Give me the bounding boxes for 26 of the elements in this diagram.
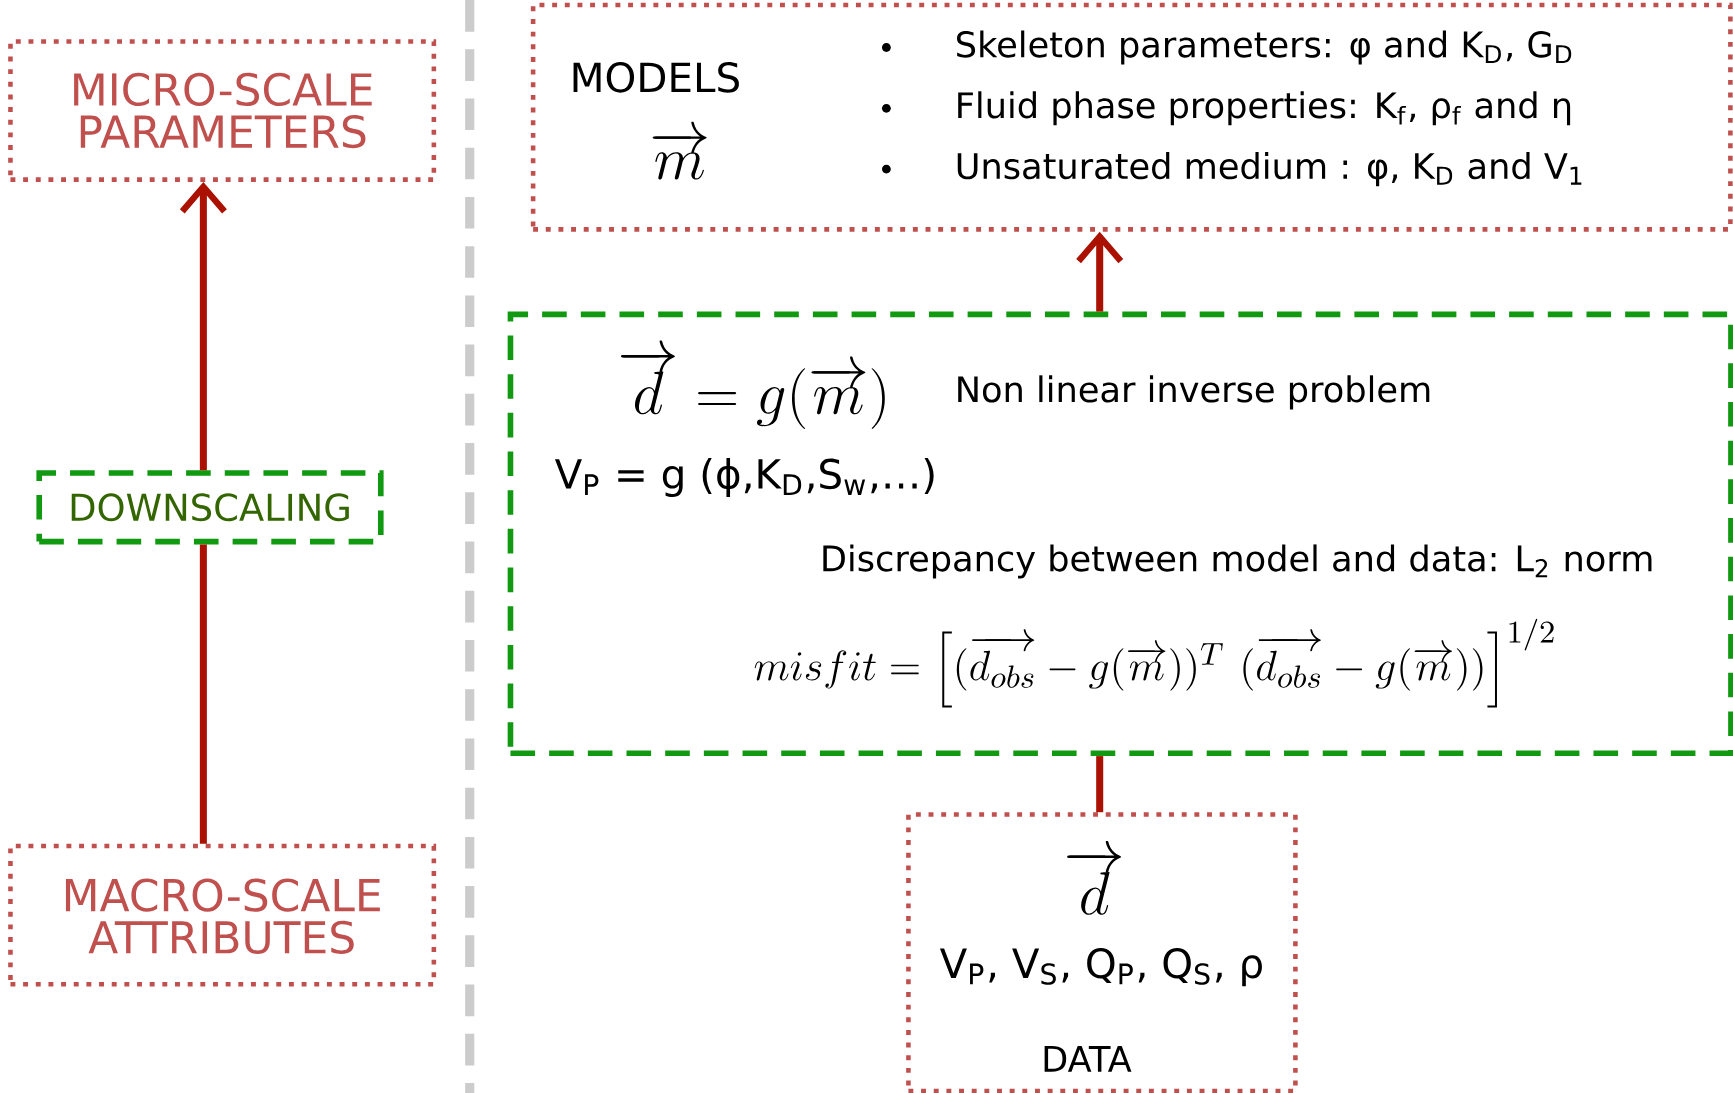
dotted-box [906, 812, 1298, 1093]
bullet-text: Skeleton parameters: φ and K$_{D}$, G$_{D}$ [957, 30, 1572, 65]
dashed-box [507, 311, 1733, 757]
text-label: DATA [1044, 1045, 1132, 1072]
text-label: MODELS [573, 62, 739, 93]
box-title: MICRO-SCALE PARAMETERS [74, 72, 372, 149]
dashed-box [36, 470, 384, 545]
text-label: Non linear inverse problem [958, 375, 1430, 410]
arrow [179, 181, 227, 471]
box-title: MACRO-SCALE ATTRIBUTES [65, 878, 380, 954]
box-title: DOWNSCALING [71, 493, 349, 522]
dotted-box [530, 2, 1733, 232]
formula: $\overrightarrow{m}$ [652, 121, 707, 180]
bullet-text: Unsaturated medium : φ, K$_{D}$ and V$_{1}$ [957, 152, 1582, 187]
dotted-box [8, 843, 437, 987]
bullet [882, 103, 891, 113]
text-label: Discrepancy between model and data: L$_{2}$ norm [823, 544, 1652, 579]
text-label: V$_{P}$ = g (ϕ,K$_{D}$,S$_{w}$,…) [554, 457, 934, 497]
formula: $misfit = \left[(\overrightarrow{d_{obs}} - g(\overrightarrow{m}))^{T}\ (\overrightarrow{d_{obs}} - g(\overrightarrow{m}))\right]^{1/2}$ [754, 618, 1554, 708]
bullet [882, 164, 891, 174]
dotted-box [8, 39, 437, 182]
text-label: V$_{P}$, V$_{S}$, Q$_{P}$, Q$_{S}$, ρ [939, 947, 1262, 987]
bullet [882, 43, 891, 52]
formula: $\overrightarrow{d} = g(\overrightarrow{m})$ [621, 340, 885, 429]
bullet-text: Fluid phase properties: K$_{f}$, ρ$_{f}$ and η [958, 91, 1571, 126]
formula: $\overrightarrow{d}$ [1067, 840, 1122, 915]
